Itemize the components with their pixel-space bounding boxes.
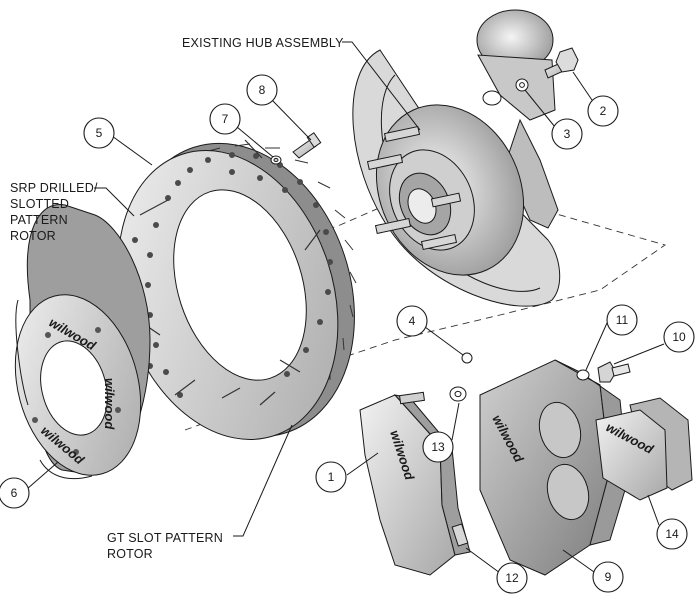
bleeder-screw [597, 361, 631, 383]
label-gt-rotor: GT SLOT PATTERN ROTOR [107, 424, 293, 561]
hat-bolt-holes [32, 327, 121, 455]
callout-7-number: 7 [222, 112, 229, 126]
existing-hub-assembly [352, 9, 561, 307]
callout-1: 1 [315, 452, 379, 493]
callout-14-number: 14 [665, 527, 679, 541]
wheel-studs [366, 125, 462, 251]
callout-13: 13 [422, 402, 460, 463]
callout-3-number: 3 [564, 127, 571, 141]
hat-bolt [292, 132, 322, 159]
caliper-bracket: wilwood [359, 391, 471, 576]
callout-5: 5 [83, 117, 153, 166]
hat-brand-logo-2: wilwood [102, 378, 117, 430]
label-srp-line1: SRP DRILLED/ [10, 181, 98, 195]
callout-6: 6 [0, 461, 59, 509]
callout-1-number: 1 [328, 470, 335, 484]
mount-washer [515, 78, 529, 92]
callout-4-number: 4 [409, 314, 416, 328]
shim-washer [461, 352, 473, 364]
callout-2-number: 2 [600, 104, 607, 118]
label-existing-hub-text: EXISTING HUB ASSEMBLY [182, 36, 344, 50]
callout-7: 7 [209, 103, 274, 158]
label-gt-line1: GT SLOT PATTERN [107, 531, 223, 545]
callout-10-number: 10 [672, 330, 686, 344]
callout-13-number: 13 [431, 440, 445, 454]
callout-8: 8 [246, 74, 312, 141]
label-srp-line2: SLOTTED [10, 197, 69, 211]
crush-washer [449, 386, 467, 402]
callout-14: 14 [647, 494, 688, 550]
rotor-hat: wilwood wilwood wilwood [14, 203, 151, 480]
callout-2: 2 [572, 71, 619, 127]
rotor [117, 139, 357, 440]
caliper: wilwood [479, 359, 629, 576]
callout-12-number: 12 [505, 571, 519, 585]
callout-12: 12 [465, 547, 528, 594]
callout-10: 10 [613, 321, 695, 365]
callout-8-number: 8 [259, 83, 266, 97]
label-gt-line2: ROTOR [107, 547, 153, 561]
label-srp-rotor: SRP DRILLED/ SLOTTED PATTERN ROTOR [10, 181, 135, 243]
label-existing-hub: EXISTING HUB ASSEMBLY [182, 36, 421, 131]
bleeder-washer [576, 369, 590, 381]
callout-3: 3 [524, 89, 583, 150]
label-srp-line4: ROTOR [10, 229, 56, 243]
hat-bolt-washer [270, 155, 282, 165]
callout-11: 11 [585, 304, 638, 371]
callout-9-number: 9 [605, 570, 612, 584]
brake-pads: wilwood [595, 397, 693, 501]
callout-5-number: 5 [96, 126, 103, 140]
label-srp-line3: PATTERN [10, 213, 68, 227]
callout-9: 9 [562, 549, 624, 593]
callout-11-number: 11 [616, 313, 629, 327]
callout-6-number: 6 [11, 486, 18, 500]
bracket-bolt [451, 523, 469, 547]
callout-4: 4 [396, 305, 464, 356]
caliper-mount-bolt [544, 47, 579, 79]
